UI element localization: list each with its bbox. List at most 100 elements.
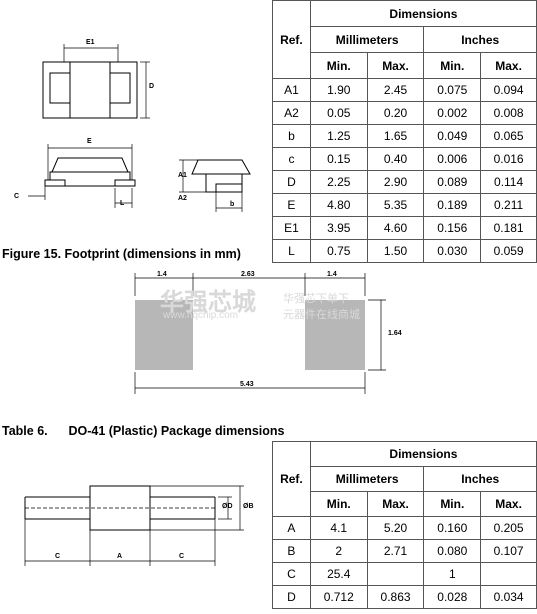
- cell-in-min: 0.189: [423, 193, 482, 217]
- table6-ref-header: Ref.: [272, 441, 311, 517]
- table6-mm-min-header: Min.: [309, 491, 368, 517]
- cell-mm-min: 4.80: [309, 193, 368, 217]
- cell-in-min: 1: [423, 562, 482, 586]
- footprint-dim-height: 1.64: [388, 330, 402, 337]
- do41-label-c-right: C: [179, 553, 185, 560]
- dim-label-a1: A1: [178, 172, 187, 179]
- cell-in-max: [480, 562, 537, 586]
- cell-in-max: 0.008: [480, 101, 537, 125]
- cell-ref: L: [272, 239, 311, 263]
- dim-label-l: L: [120, 200, 125, 207]
- cell-mm-min: 4.1: [309, 516, 368, 540]
- footprint-dim-left: 1.4: [157, 271, 167, 278]
- cell-in-min: 0.049: [423, 124, 482, 148]
- cell-in-max: 0.211: [480, 193, 537, 217]
- cell-in-min: 0.156: [423, 216, 482, 240]
- cell-in-max: 0.114: [480, 170, 537, 194]
- footprint-dim-middle: 2.63: [241, 271, 255, 278]
- cell-ref: C: [272, 562, 311, 586]
- watermark-slogan-1: 华强芯下单下: [283, 293, 349, 305]
- watermark-slogan-2: 元器件在线商城: [283, 309, 360, 321]
- table1-in-header: Inches: [423, 26, 537, 53]
- cell-mm-max: 0.20: [366, 101, 425, 125]
- footprint-dimension-lines: [134, 273, 386, 394]
- footprint-dim-total: 5.43: [240, 381, 254, 388]
- package-drawing-top: E1 D E C L A1 A2 b: [0, 0, 272, 240]
- cell-in-max: 0.016: [480, 147, 537, 171]
- cell-mm-min: 3.95: [309, 216, 368, 240]
- table6-mm-max-header: Max.: [366, 491, 425, 517]
- footprint-pad-right: [305, 300, 365, 370]
- cell-ref: D: [272, 585, 311, 609]
- cell-mm-max: 0.40: [366, 147, 425, 171]
- cell-mm-min: 1.25: [309, 124, 368, 148]
- dim-label-d: D: [149, 83, 155, 90]
- cell-ref: E: [272, 193, 311, 217]
- footprint-figure: 1.4 2.63 1.4 1.64 5.43 华强芯城 www.hqchip.c…: [0, 262, 537, 408]
- dim-label-c: C: [14, 193, 20, 200]
- cell-mm-max: 5.35: [366, 193, 425, 217]
- table1-mm-max-header: Max.: [366, 52, 425, 79]
- cell-in-min: 0.075: [423, 78, 482, 102]
- cell-in-min: 0.080: [423, 539, 482, 563]
- do41-outline-svg: [24, 485, 244, 566]
- cell-in-min: 0.028: [423, 585, 482, 609]
- cell-mm-max: [366, 562, 425, 586]
- cell-in-min: 0.089: [423, 170, 482, 194]
- table6-in-header: Inches: [423, 466, 537, 492]
- table1-dimensions-header: Dimensions: [309, 0, 537, 27]
- cell-in-max: 0.205: [480, 516, 537, 540]
- cell-ref: B: [272, 539, 311, 563]
- cell-in-min: 0.006: [423, 147, 482, 171]
- package-outline-svg: [28, 44, 251, 212]
- do41-label-c-left: C: [55, 553, 61, 560]
- dimensions-table-6: Ref. Dimensions Millimeters Inches Min. …: [272, 441, 537, 609]
- cell-mm-min: 0.712: [309, 585, 368, 609]
- cell-mm-max: 2.71: [366, 539, 425, 563]
- cell-mm-min: 2: [309, 539, 368, 563]
- cell-mm-max: 0.863: [366, 585, 425, 609]
- table1-in-min-header: Min.: [423, 52, 482, 79]
- watermark-brand: 华强芯城: [160, 289, 256, 316]
- table6-in-max-header: Max.: [480, 491, 537, 517]
- cell-mm-max: 5.20: [366, 516, 425, 540]
- cell-in-max: 0.034: [480, 585, 537, 609]
- cell-in-min: 0.030: [423, 239, 482, 263]
- cell-mm-max: 1.65: [366, 124, 425, 148]
- table1-in-max-header: Max.: [480, 52, 537, 79]
- cell-mm-min: 25.4: [309, 562, 368, 586]
- cell-mm-min: 1.90: [309, 78, 368, 102]
- table6-dimensions-header: Dimensions: [309, 441, 537, 467]
- cell-mm-min: 0.05: [309, 101, 368, 125]
- table1-ref-header: Ref.: [272, 0, 311, 79]
- do41-label-od: ØD: [222, 503, 233, 510]
- table6-in-min-header: Min.: [423, 491, 482, 517]
- table6-caption: Table 6. DO-41 (Plastic) Package dimensi…: [2, 424, 285, 438]
- cell-mm-max: 1.50: [366, 239, 425, 263]
- cell-mm-min: 0.15: [309, 147, 368, 171]
- table6-mm-header: Millimeters: [309, 466, 425, 492]
- table1-mm-header: Millimeters: [309, 26, 425, 53]
- cell-in-max: 0.059: [480, 239, 537, 263]
- cell-ref: D: [272, 170, 311, 194]
- cell-in-min: 0.002: [423, 101, 482, 125]
- cell-ref: A1: [272, 78, 311, 102]
- footprint-dim-right: 1.4: [327, 271, 337, 278]
- watermark-url: www.hqchip.com: [163, 310, 239, 321]
- dimensions-table-1: Ref. Dimensions Millimeters Inches Min. …: [272, 0, 537, 263]
- footprint-pad-left: [135, 300, 193, 370]
- cell-mm-max: 2.45: [366, 78, 425, 102]
- dim-label-b: b: [230, 201, 235, 208]
- table1-mm-min-header: Min.: [309, 52, 368, 79]
- cell-ref: A2: [272, 101, 311, 125]
- cell-mm-max: 4.60: [366, 216, 425, 240]
